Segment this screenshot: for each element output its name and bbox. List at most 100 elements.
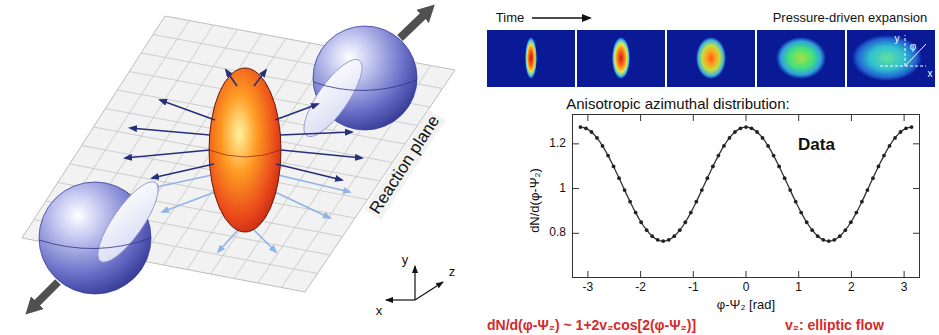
- data-point: [821, 238, 825, 242]
- panel: [757, 30, 845, 87]
- emission-arrow: [152, 175, 212, 188]
- tick-mark: [798, 271, 799, 278]
- data-point: [799, 211, 803, 215]
- data-point: [667, 238, 671, 242]
- data-point: [661, 239, 665, 243]
- tick-label: 0: [743, 281, 750, 295]
- data-point: [810, 228, 814, 232]
- axis-label: x: [928, 68, 933, 80]
- panel: [487, 30, 575, 87]
- axis-label: x: [376, 304, 383, 319]
- plane-label: Reaction plane: [364, 110, 445, 221]
- axis-label: y: [402, 253, 409, 268]
- data-point: [777, 165, 781, 169]
- tick-label: 1.2: [549, 137, 566, 151]
- tick-label: 3: [901, 281, 908, 295]
- formula: dN/d(φ-Ψ₂) ~ 1+2v₂cos[2(φ-Ψ₂)]: [487, 317, 696, 333]
- data-point: [843, 228, 847, 232]
- emission-arrow: [152, 164, 214, 178]
- data-curve: [579, 125, 914, 243]
- tick-mark: [693, 271, 694, 278]
- fireball-rim: [209, 150, 281, 157]
- data-point: [904, 126, 908, 130]
- tick-mark: [587, 114, 588, 121]
- data-point: [877, 165, 881, 169]
- tick-label: 2: [848, 281, 855, 295]
- time-arrow: [532, 17, 590, 18]
- panel: [847, 30, 935, 87]
- data-point: [893, 136, 897, 140]
- density-blob: [525, 37, 537, 79]
- data-point: [617, 176, 621, 180]
- data-point: [694, 200, 698, 204]
- data-point: [838, 234, 842, 238]
- stage-label: Pressure-driven expansion: [773, 11, 928, 26]
- axis-line: [414, 266, 415, 300]
- data-point: [733, 130, 737, 134]
- panel: [577, 30, 665, 87]
- data-point: [849, 220, 853, 224]
- plot-ticks: [572, 114, 920, 278]
- tick-mark: [572, 143, 579, 144]
- motion-arrow: [36, 282, 58, 304]
- tick-mark: [587, 271, 588, 278]
- tick-label: -3: [583, 281, 594, 295]
- axis-title: φ-Ψ₂ [rad]: [717, 298, 775, 313]
- grid-line: [187, 48, 334, 270]
- density-blob: [696, 37, 726, 79]
- panel: [667, 30, 755, 87]
- data-point: [816, 234, 820, 238]
- tick-mark: [746, 114, 747, 121]
- emission-arrow: [278, 175, 350, 192]
- tick-mark: [851, 114, 852, 121]
- data-point: [899, 130, 903, 134]
- tick-mark: [572, 188, 579, 189]
- tick-mark: [640, 114, 641, 121]
- time-label: Time: [496, 11, 524, 26]
- tick-mark: [913, 233, 920, 234]
- data-point: [827, 239, 831, 243]
- grid-line: [140, 39, 286, 261]
- nucleus: [39, 174, 168, 294]
- data-point: [871, 176, 875, 180]
- density-blob: [776, 37, 826, 79]
- data-point: [678, 228, 682, 232]
- data-point: [590, 130, 594, 134]
- coordinate-axes: [386, 266, 443, 300]
- angle-label: φ: [910, 41, 916, 53]
- data-point: [772, 154, 776, 158]
- emission-arrow: [254, 230, 276, 252]
- nucleus-rim: [313, 80, 417, 91]
- motion-arrow: [400, 15, 424, 38]
- data-point: [645, 228, 649, 232]
- data-point: [634, 211, 638, 215]
- data-point: [612, 165, 616, 169]
- panel-axes: [880, 35, 926, 66]
- data-point: [722, 144, 726, 148]
- emission-arrow: [226, 70, 237, 86]
- data-point: [854, 211, 858, 215]
- axis-line: [386, 299, 415, 300]
- axis-label: z: [449, 265, 456, 280]
- tick-mark: [693, 114, 694, 121]
- tick-mark: [746, 271, 747, 278]
- emission-arrows: [125, 70, 362, 180]
- axis-line: [880, 66, 926, 67]
- data-point: [705, 176, 709, 180]
- emission-arrow: [254, 70, 266, 86]
- nucleus: [294, 26, 417, 144]
- data-point: [584, 126, 588, 130]
- fit-line: [580, 127, 911, 241]
- data-point: [672, 234, 676, 238]
- emission-arrow: [275, 192, 330, 218]
- data-point: [601, 144, 605, 148]
- data-point: [794, 200, 798, 204]
- data-point: [860, 200, 864, 204]
- data-point: [744, 125, 748, 129]
- nucleus-cut: [88, 174, 168, 270]
- data-point: [628, 200, 632, 204]
- data-point: [788, 188, 792, 192]
- density-blob: [852, 35, 922, 81]
- data-point: [739, 126, 743, 130]
